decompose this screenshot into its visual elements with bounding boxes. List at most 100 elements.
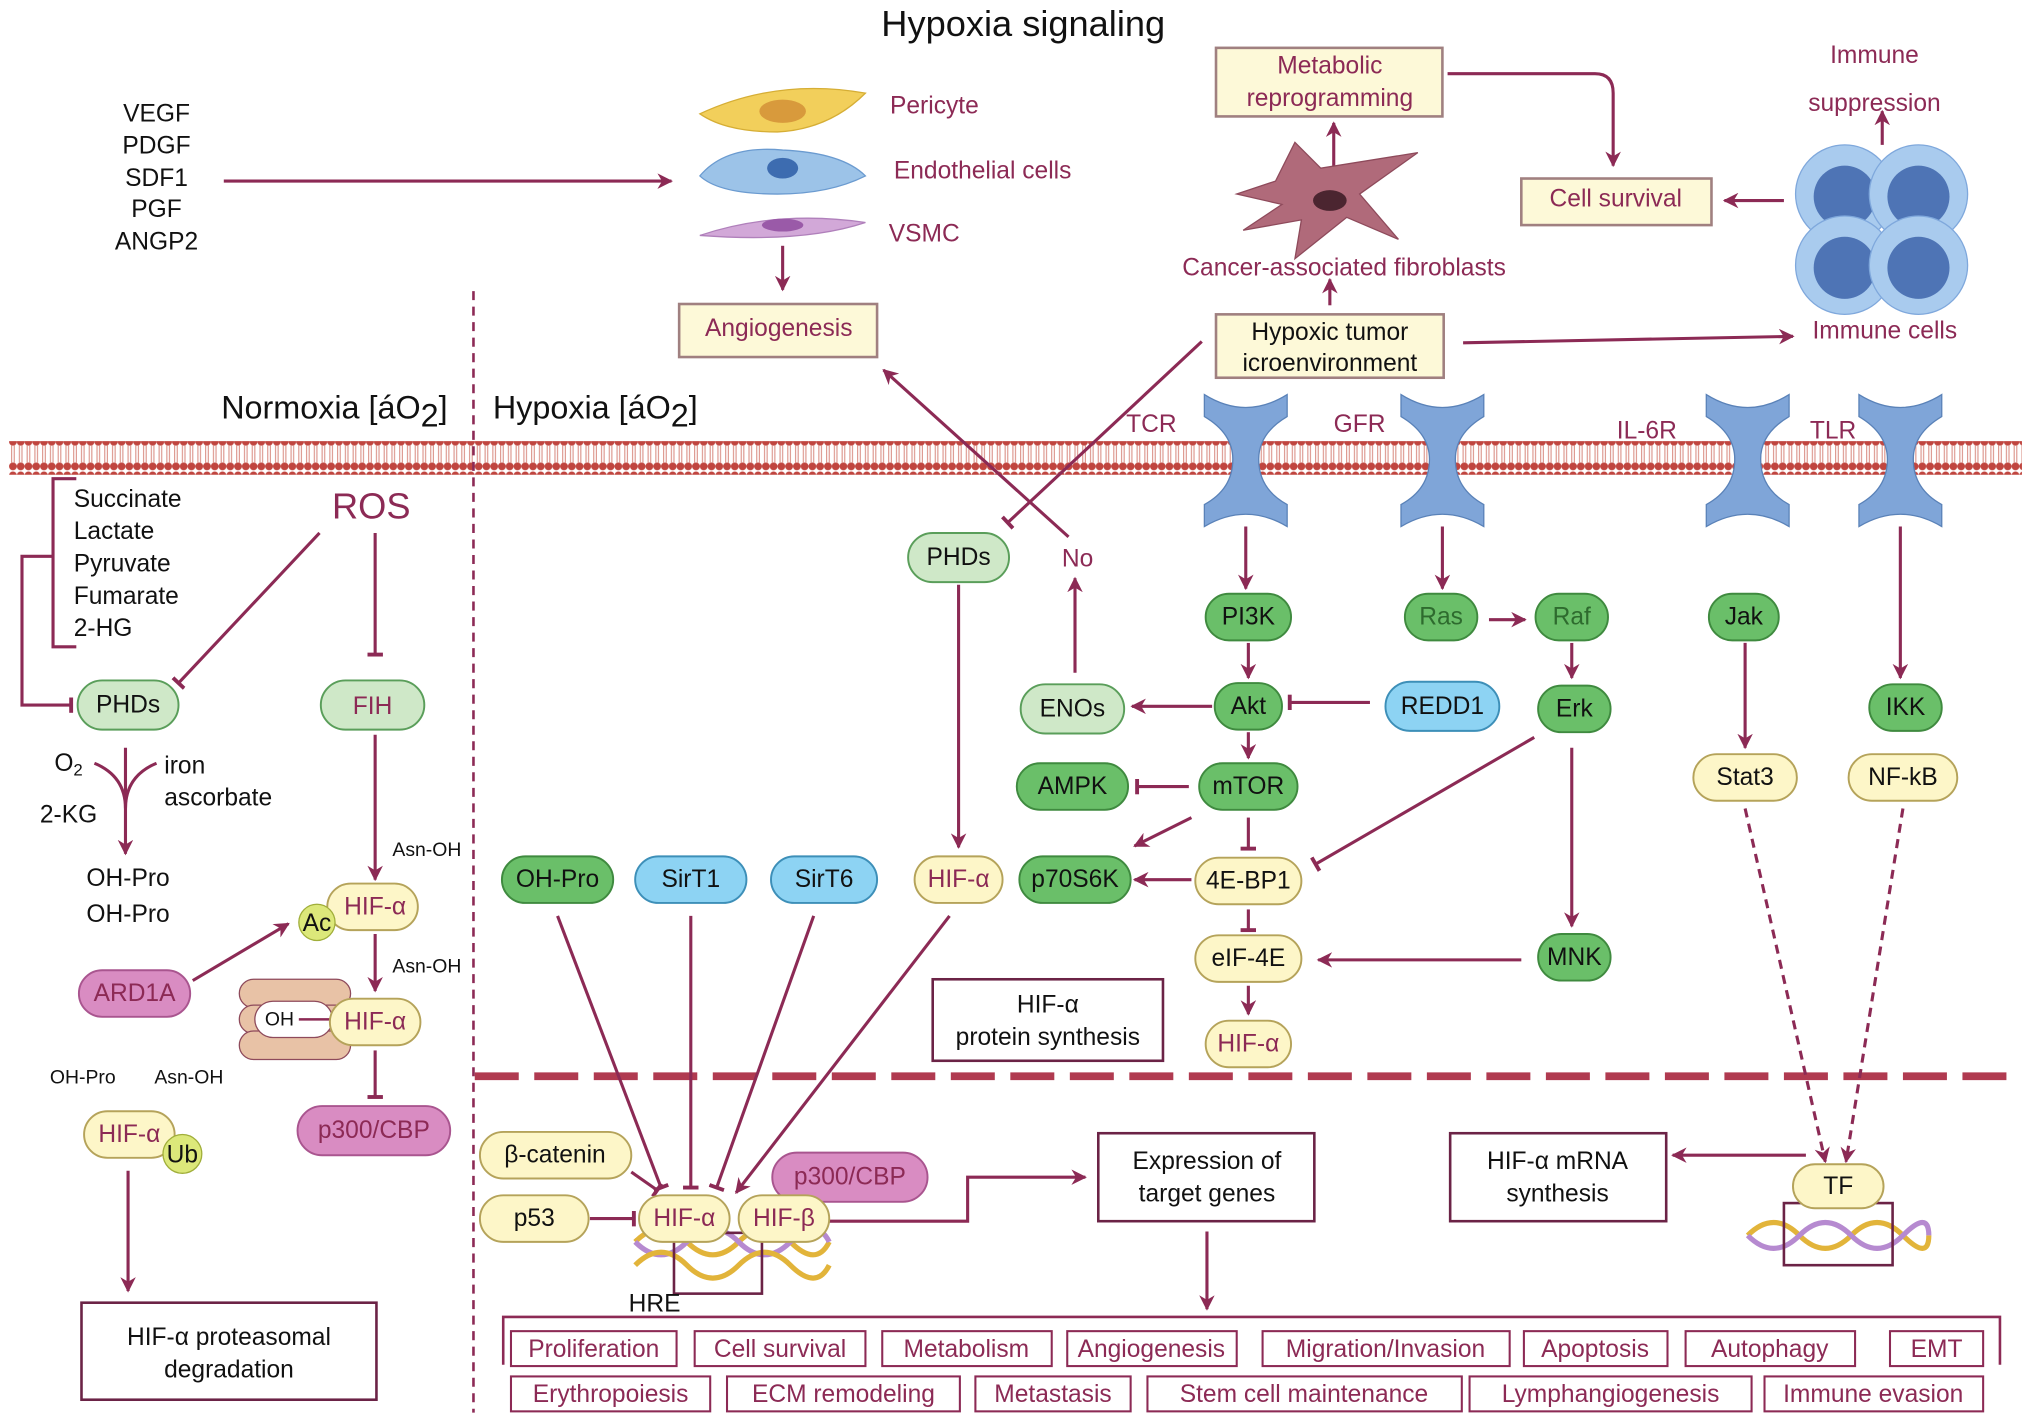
svg-text:p53: p53 [514,1205,555,1232]
svg-text:Stat3: Stat3 [1716,764,1773,791]
acetyl-badge: Ac [298,903,336,942]
metabolic-label: reprogramming [1247,85,1414,112]
hypoxia-label: Hypoxia [áO2] [493,389,698,433]
node-nfkb: NF-kB [1847,753,1959,802]
outcome-item: Erythropoiesis [533,1381,689,1408]
svg-text:β-catenin: β-catenin [504,1142,606,1169]
receptor-icons [1203,393,1943,528]
hypoxic-tme-label: Hypoxic tumor [1251,319,1408,346]
outcome-item: Proliferation [528,1336,659,1363]
node-p53: p53 [478,1194,590,1243]
svg-text:AMPK: AMPK [1038,773,1108,800]
protein-synthesis-box [931,977,1165,1063]
node-jak: Jak [1707,592,1780,642]
node-redd1: REDD1 [1384,680,1501,732]
svg-text:SirT1: SirT1 [661,866,720,893]
svg-text:HIF-α: HIF-α [344,893,406,920]
asn-oh-label: Asn-OH [392,839,461,861]
svg-text:Ub: Ub [167,1142,198,1169]
oh-pro-label: OH-Pro [86,901,169,928]
svg-text:Ras: Ras [1419,604,1463,631]
immune-cells-label: Immune cells [1812,318,1957,345]
node-phds-normoxia: PHDs [76,679,180,731]
node-hif-alpha-ub: HIF-α [83,1110,176,1159]
receptor-label: IL-6R [1617,417,1677,444]
svg-text:PI3K: PI3K [1222,604,1276,631]
outcome-item: ECM remodeling [752,1381,935,1408]
tcr-receptor-icon [1203,393,1288,528]
metabolite: Fumarate [74,583,179,610]
angiogenesis-box [677,302,879,359]
node-p300-nucleus: p300/CBP [771,1151,929,1203]
iron-label: iron [164,752,205,779]
2kg-label: 2-KG [40,801,97,828]
svg-text:IKK: IKK [1886,694,1926,721]
metabolic-label: Metabolic [1277,52,1382,79]
outcome-item: Apoptosis [1541,1336,1649,1363]
node-pi3k: PI3K [1204,592,1293,642]
node-mnk: MNK [1537,933,1612,982]
svg-text:TF: TF [1823,1173,1853,1200]
expression-label: target genes [1139,1181,1276,1208]
expression-label: Expression of [1133,1148,1282,1175]
node-fih: FIH [319,679,426,731]
receptor-label: TCR [1126,411,1176,438]
node-raf: Raf [1534,592,1609,642]
node-ikk: IKK [1868,683,1943,732]
arrow [1463,328,1795,345]
receptor-label: GFR [1334,411,1386,438]
svg-text:Erk: Erk [1556,695,1594,722]
immune-cells-cluster [1794,144,1969,316]
metabolite: Lactate [74,518,155,545]
outcome-item: Angiogenesis [1078,1336,1225,1363]
outcome-item: Immune evasion [1783,1381,1963,1408]
metabolites-list: Succinate Lactate Pyruvate Fumarate 2-HG [74,486,182,642]
node-hif-beta: HIF-β [737,1194,831,1243]
ubiquitin-badge: Ub [162,1133,203,1174]
oh-label: OH [265,1008,294,1030]
protein-synthesis-label: HIF-α [1017,992,1079,1019]
outcome-item: Autophagy [1711,1336,1829,1363]
svg-text:HIF-β: HIF-β [753,1205,815,1232]
svg-text:SirT6: SirT6 [795,866,854,893]
inhibition-line [171,531,321,690]
outcome-item: Metastasis [994,1381,1111,1408]
cofactor-curve [93,761,158,809]
svg-text:p300/CBP: p300/CBP [794,1164,906,1191]
node-sirt1: SirT1 [634,855,748,904]
svg-text:HIF-α: HIF-α [98,1121,160,1148]
factor: PDGF [122,133,190,160]
metabolic-reprogramming-box [1214,46,1444,118]
node-oh-pro: OH-Pro [500,855,615,904]
factor: SDF1 [125,165,188,192]
node-eif4e: eIF-4E [1194,934,1303,983]
pericyte-label: Pericyte [890,93,979,120]
outcome-item: Stem cell maintenance [1180,1381,1428,1408]
outcome-item: Lymphangiogenesis [1502,1381,1720,1408]
mrna-synthesis-label: HIF-α mRNA [1487,1148,1629,1175]
normoxia-label: Normoxia [áO2] [221,389,447,433]
cell-survival-box [1520,177,1713,227]
svg-text:eIF-4E: eIF-4E [1211,945,1285,972]
node-p70s6k: p70S6K [1018,855,1132,904]
outcome-item: EMT [1911,1336,1963,1363]
tf-dna-helix-icon [1745,1219,1932,1251]
node-stat3: Stat3 [1692,753,1798,802]
asn-oh-label: Asn-OH [392,955,461,977]
svg-text:Jak: Jak [1725,604,1764,631]
svg-text:PHDs: PHDs [927,544,991,571]
arrow [1447,72,1621,168]
node-tf: TF [1792,1163,1885,1210]
node-hif-alpha-nucleus: HIF-α [638,1194,731,1243]
hypoxic-tme-box [1214,313,1445,380]
bracket-inhibition [20,477,76,705]
ascorbate-label: ascorbate [164,785,272,812]
node-erk: Erk [1537,684,1612,734]
expression-box [1096,1131,1316,1223]
growth-factors-list: VEGF PDGF SDF1 PGF ANGP2 [115,100,198,255]
o2-label: O2 [54,750,82,779]
node-ard1a: ARD1A [77,969,192,1018]
svg-text:HIF-α: HIF-α [344,1008,406,1035]
factor: PGF [131,196,182,223]
